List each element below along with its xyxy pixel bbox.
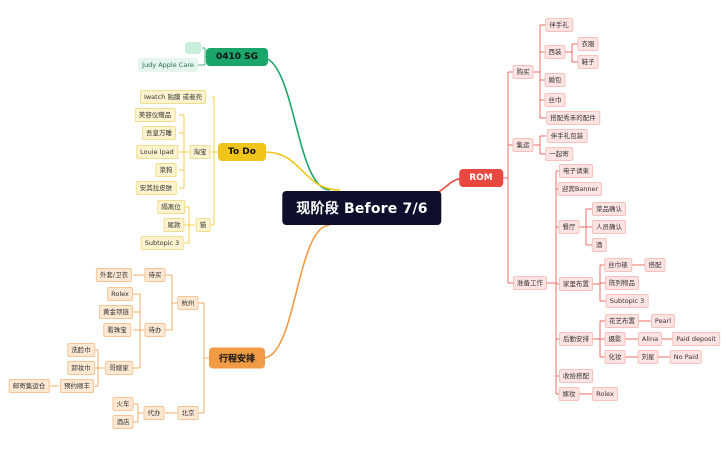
home-frame-match[interactable]: 搭配 bbox=[644, 258, 666, 272]
buy-item-suit[interactable]: 西装 bbox=[544, 45, 566, 59]
sg-item-apple-care[interactable]: Judy Apple Care bbox=[138, 58, 198, 72]
cat-item-subtopic[interactable]: Subtopic 3 bbox=[140, 236, 184, 250]
dowry-rolex[interactable]: Rolex bbox=[592, 387, 618, 401]
brother-item-remover[interactable]: 卸妆巾 bbox=[67, 361, 95, 375]
buy-item-accessories[interactable]: 搭配秀禾的配件 bbox=[546, 111, 600, 125]
root-topic[interactable]: 现阶段 Before 7/6 bbox=[282, 191, 442, 225]
prep-item-dowry[interactable]: 嫁妆 bbox=[558, 387, 580, 401]
hangzhou-todo-topic[interactable]: 待办 bbox=[144, 323, 166, 337]
brother-item-face-towel[interactable]: 洗脸巾 bbox=[67, 343, 95, 357]
prep-item-restaurant[interactable]: 餐厅 bbox=[558, 220, 580, 234]
suit-item-shoes[interactable]: 鞋子 bbox=[577, 55, 599, 69]
prep-item-packing[interactable]: 收拾搭配 bbox=[559, 369, 593, 383]
home-item-subtopic[interactable]: Subtopic 3 bbox=[605, 294, 649, 308]
todo-item-jewelry[interactable]: 看珠宝 bbox=[103, 323, 131, 337]
photo-alina[interactable]: Alina bbox=[637, 332, 663, 346]
todo-taobao-topic[interactable]: 淘宝 bbox=[189, 145, 211, 159]
collect-item-ship-together[interactable]: 一起寄 bbox=[545, 147, 573, 161]
buy-item-jacket[interactable]: 外套/卫衣 bbox=[95, 268, 133, 282]
prep-item-banner[interactable]: 迎宾Banner bbox=[557, 182, 603, 196]
logistics-item-makeup[interactable]: 化妆 bbox=[604, 350, 626, 364]
makeup-liuxing[interactable]: 刘星 bbox=[637, 350, 659, 364]
beijing-item-hotel[interactable]: 酒店 bbox=[112, 415, 134, 429]
taobao-item-wuhuang[interactable]: 吾皇万睡 bbox=[142, 126, 176, 140]
todo-item-gold-necklace[interactable]: 黄金项链 bbox=[99, 305, 133, 319]
sg-topic[interactable]: 0410 SG bbox=[205, 48, 269, 66]
todo-item-brother-home[interactable]: 哥嫂家 bbox=[105, 361, 133, 375]
sg-placeholder-box[interactable] bbox=[185, 42, 201, 54]
collect-item-gift-pack[interactable]: 伴手礼包装 bbox=[546, 129, 588, 143]
brother-item-sf-booking[interactable]: 预约顺丰 bbox=[60, 379, 94, 393]
todo-topic[interactable]: To Do bbox=[218, 143, 266, 161]
logistics-item-photo[interactable]: 摄影 bbox=[604, 332, 626, 346]
home-item-display[interactable]: 陈列物品 bbox=[605, 276, 639, 290]
taobao-item-caigou[interactable]: 菜狗 bbox=[155, 163, 177, 177]
flowers-pearl[interactable]: Pearl bbox=[650, 314, 676, 328]
logistics-item-flowers[interactable]: 花艺布置 bbox=[605, 314, 639, 328]
hangzhou-buy-topic[interactable]: 待买 bbox=[144, 268, 166, 282]
connector-3 bbox=[262, 224, 331, 359]
home-item-scarf-frame[interactable]: 丝巾裱 bbox=[604, 258, 632, 272]
buy-item-bag[interactable]: 婚包 bbox=[544, 73, 566, 87]
taobao-item-beauty-gift[interactable]: 美容仪赠品 bbox=[134, 108, 176, 122]
connector-2 bbox=[264, 151, 341, 191]
makeup-no-paid[interactable]: No Paid bbox=[669, 350, 703, 364]
rom-topic[interactable]: ROM bbox=[459, 169, 503, 187]
sf-item-warehouse[interactable]: 邮寄集运仓 bbox=[8, 379, 50, 393]
rom-prep-topic[interactable]: 准备工作 bbox=[513, 276, 547, 290]
restaurant-item-menu[interactable]: 菜品确认 bbox=[592, 202, 626, 216]
connector-1 bbox=[260, 56, 331, 191]
prep-item-home-decor[interactable]: 家里布置 bbox=[559, 277, 593, 291]
rom-collect-topic[interactable]: 集运 bbox=[512, 138, 534, 152]
buy-item-gift[interactable]: 伴手礼 bbox=[545, 18, 573, 32]
trip-topic[interactable]: 行程安排 bbox=[208, 347, 266, 369]
taobao-item-angela-skin[interactable]: 安其拉皮肤 bbox=[135, 181, 177, 195]
todo-item-iwatch[interactable]: Iwatch 贴膜 或者壳 bbox=[139, 90, 207, 104]
rom-buy-topic[interactable]: 购买 bbox=[512, 65, 534, 79]
photo-paid-deposit[interactable]: Paid deposit bbox=[672, 332, 720, 346]
beijing-item-train[interactable]: 火车 bbox=[112, 397, 134, 411]
beijing-todo-topic[interactable]: 代办 bbox=[143, 406, 165, 420]
restaurant-item-guests[interactable]: 人员确认 bbox=[592, 220, 626, 234]
todo-cat-topic[interactable]: 猫 bbox=[195, 218, 211, 232]
prep-item-logistics[interactable]: 后勤安排 bbox=[559, 332, 593, 346]
buy-item-scarf[interactable]: 丝巾 bbox=[544, 93, 566, 107]
suit-item-clothes[interactable]: 衣服 bbox=[577, 37, 599, 51]
prep-item-einvite[interactable]: 电子请柬 bbox=[559, 164, 593, 178]
trip-hangzhou-topic[interactable]: 杭州 bbox=[177, 296, 199, 310]
cat-item-balance[interactable]: 尾款 bbox=[163, 218, 185, 232]
restaurant-item-wine[interactable]: 酒 bbox=[591, 238, 607, 252]
taobao-item-louie-ipad[interactable]: Louie Ipad bbox=[136, 145, 178, 159]
cat-item-quarantine[interactable]: 隔离位 bbox=[157, 200, 185, 214]
trip-beijing-topic[interactable]: 北京 bbox=[177, 406, 199, 420]
todo-item-rolex[interactable]: Rolex bbox=[107, 287, 133, 301]
